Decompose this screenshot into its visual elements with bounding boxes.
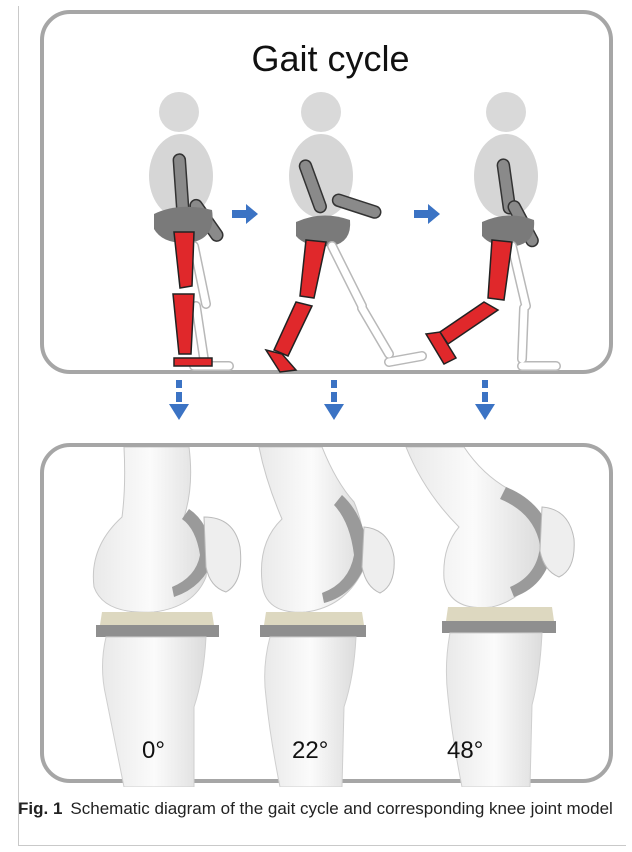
down-arrow-2 [324,380,344,420]
knee-model-panel: 0° 22° 48° [40,443,613,783]
gait-figures [44,14,617,378]
walker-figure-1 [149,92,229,366]
caption-text: Schematic diagram of the gait cycle and … [70,799,612,818]
knee-models [44,447,617,787]
down-arrow-3 [475,380,495,420]
angle-label-2: 22° [292,737,328,765]
walker-figure-3 [426,92,556,366]
knee-model-22deg [259,447,394,787]
angle-label-1: 0° [142,737,165,765]
forward-arrow-1 [232,204,258,224]
down-arrows [0,378,632,448]
knee-model-0deg [93,447,240,787]
forward-arrow-2 [414,204,440,224]
walker-figure-2 [266,92,422,372]
knee-model-48deg [406,447,574,787]
angle-label-3: 48° [447,737,483,765]
down-arrow-1 [169,380,189,420]
gait-cycle-panel: Gait cycle [40,10,613,374]
figure-number: Fig. 1 [18,799,62,818]
figure-caption: Fig. 1 Schematic diagram of the gait cycl… [18,797,618,821]
